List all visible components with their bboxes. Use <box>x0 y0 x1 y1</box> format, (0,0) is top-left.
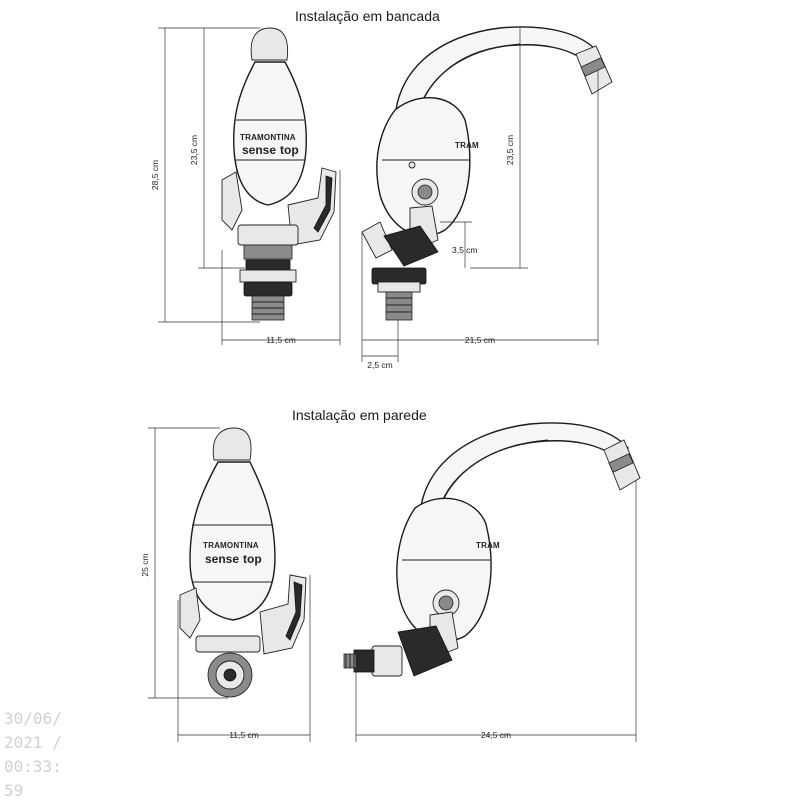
wall-brand-model-suffix: top <box>243 552 262 566</box>
dim-bench-base-height: 3,5 cm <box>452 245 478 255</box>
dim-bench-total-height: 28,5 cm <box>150 160 160 190</box>
timestamp-time: 00:33: <box>4 757 62 776</box>
bench-side-view: TRAM <box>361 26 613 321</box>
wall-side-view: TRAM <box>343 422 641 677</box>
dim-bench-side-reach: 21,5 cm <box>465 335 495 345</box>
wall-brand-maker-text: TRAMONTINA <box>203 541 259 550</box>
dim-bench-side-offset: 2,5 cm <box>367 360 393 370</box>
wall-front-view: TRAMONTINA sense top <box>179 427 307 698</box>
wall-dimensions: 25 cm 11,5 cm 24,5 cm <box>140 427 637 742</box>
dim-bench-body-height-front: 23,5 cm <box>189 135 199 165</box>
bench-front-view: TRAMONTINA sense top <box>221 27 337 321</box>
timestamp-date: 30/06/ <box>4 709 62 728</box>
timestamp-watermark: 30/06/ 2021 / 00:33: 59 <box>4 709 62 800</box>
timestamp-seconds: 59 <box>4 781 23 800</box>
dim-bench-body-height-side: 23,5 cm <box>505 135 515 165</box>
timestamp-year: 2021 / <box>4 733 62 752</box>
wall-side-brand-mark: TRAM <box>476 541 500 550</box>
side-brand-mark: TRAM <box>455 141 479 150</box>
brand-maker-text: TRAMONTINA <box>240 133 296 142</box>
title-wall-installation: Instalação em parede <box>292 407 427 423</box>
title-bench-installation: Instalação em bancada <box>295 8 440 24</box>
wall-brand-model-prefix: sense <box>205 552 239 566</box>
bench-dimensions: 28,5 cm 23,5 cm 11,5 cm 23,5 cm 3,5 cm 2… <box>150 27 599 370</box>
dim-bench-front-width: 11,5 cm <box>266 335 296 345</box>
dim-wall-height: 25 cm <box>140 553 150 576</box>
brand-model-prefix: sense <box>242 143 276 157</box>
dim-wall-front-width: 11,5 cm <box>229 730 259 740</box>
dim-wall-side-reach: 24,5 cm <box>481 730 511 740</box>
brand-model-suffix: top <box>280 143 299 157</box>
